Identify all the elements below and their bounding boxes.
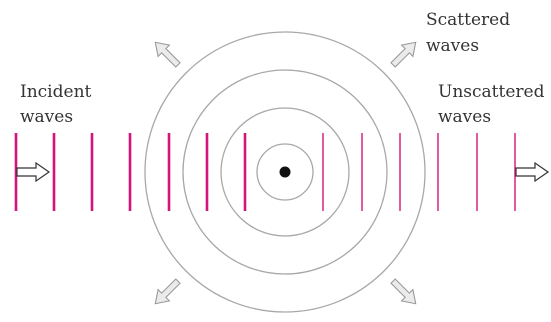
scattered-arrow-icon — [387, 275, 421, 309]
incident-label-line2: waves — [20, 107, 73, 127]
scattered-arrow-icon — [387, 37, 421, 71]
scattered-label-line1: Scattered — [426, 10, 510, 30]
plane-wavefronts — [16, 133, 515, 211]
scattered-arrow-icon — [150, 37, 184, 71]
unscattered-label-line1: Unscattered — [438, 82, 545, 102]
unscattered-arrow-icon — [516, 163, 548, 181]
unscattered-label-line2: waves — [438, 107, 491, 127]
scattered-arrow-icon — [150, 275, 184, 309]
incident-arrow-icon — [17, 163, 49, 181]
scatterer-dot-icon — [280, 167, 291, 178]
scattered-label-line2: waves — [426, 36, 479, 56]
incident-label-line1: Incident — [20, 82, 92, 102]
